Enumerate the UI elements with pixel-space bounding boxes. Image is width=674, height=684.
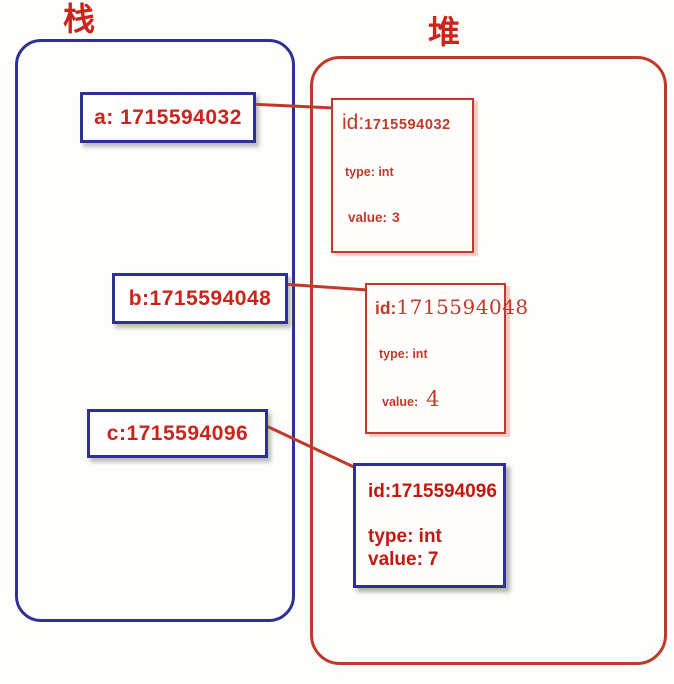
id-value: 1715594032 [364, 117, 451, 133]
heap-object-1: id:1715594032 type: int value: 3 [331, 98, 474, 253]
stack-var-a: a: 1715594032 [80, 92, 256, 143]
heap-object-2-type: type: int [379, 347, 428, 361]
heap-object-3-id: id:1715594096 [368, 482, 497, 501]
value-number: 4 [426, 387, 440, 411]
stack-var-b: b:1715594048 [112, 273, 288, 324]
heap-panel [310, 56, 667, 665]
id-value: 1715594048 [396, 295, 529, 319]
heap-object-2: id:1715594048 type: int value: 4 [365, 283, 528, 434]
heap-object-1-value: value: 3 [348, 210, 400, 225]
heap-object-3: id:1715594096 type: int value:7 [353, 463, 506, 588]
stack-panel [15, 39, 295, 622]
id-label: id: [368, 481, 392, 502]
stack-title: 栈 [63, 1, 96, 37]
value-number: 3 [392, 209, 400, 225]
id-value: 1715594096 [391, 481, 497, 502]
value-label: value: [368, 549, 423, 570]
heap-object-2-id: id:1715594048 [375, 297, 529, 318]
stack-var-b-label: b:1715594048 [128, 286, 272, 310]
id-label: id: [375, 298, 397, 318]
heap-object-2-value: value: 4 [382, 389, 440, 410]
heap-title: 堆 [428, 14, 461, 50]
id-label: id: [342, 111, 365, 134]
value-label: value: [348, 210, 388, 225]
stack-var-c-label: c:1715594096 [106, 421, 249, 445]
value-label: value: [382, 395, 419, 409]
stack-var-c: c:1715594096 [87, 409, 268, 458]
heap-object-3-type: type: int [368, 526, 442, 547]
heap-object-1-type: type: int [345, 165, 394, 179]
value-number: 7 [427, 549, 439, 570]
heap-object-1-id: id:1715594032 [342, 112, 451, 133]
stack-var-a-label: a: 1715594032 [94, 105, 242, 129]
heap-object-3-value: value:7 [368, 550, 439, 569]
